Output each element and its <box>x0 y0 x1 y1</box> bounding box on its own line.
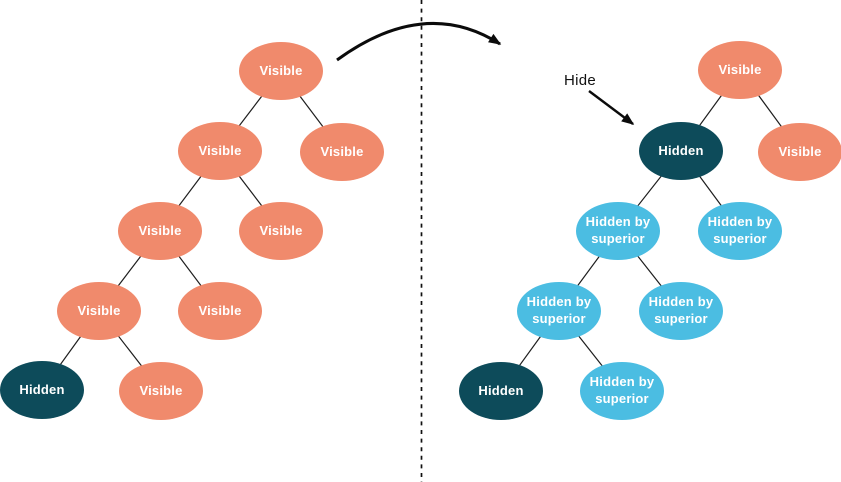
before-tree-node-visible-n5: Visible <box>239 202 323 260</box>
before-tree-node-visible-n7: Visible <box>178 282 262 340</box>
after-tree-node-hidden_by_superior-m9: Hidden by superior <box>580 362 664 420</box>
before-tree-node-visible-n3: Visible <box>300 123 384 181</box>
hide-annotation-label: Hide <box>564 72 597 89</box>
before-tree-node-visible-n4: Visible <box>118 202 202 260</box>
before-tree-node-visible-n2: Visible <box>178 122 262 180</box>
after-tree-node-hidden-m8: Hidden <box>459 362 543 420</box>
after-tree-node-hidden-m2: Hidden <box>639 122 723 180</box>
after-tree-node-hidden_by_superior-m4: Hidden by superior <box>576 202 660 260</box>
hide-annotation-arrow <box>588 90 635 125</box>
before-tree-node-visible-n1: Visible <box>239 42 323 100</box>
after-tree-node-hidden_by_superior-m5: Hidden by superior <box>698 202 782 260</box>
before-tree-node-hidden-n8: Hidden <box>0 361 84 419</box>
transform-arrow <box>336 21 502 62</box>
after-tree-node-hidden_by_superior-m7: Hidden by superior <box>639 282 723 340</box>
after-tree-node-visible-m3: Visible <box>758 123 841 181</box>
after-tree-node-visible-m1: Visible <box>698 41 782 99</box>
before-tree-node-visible-n9: Visible <box>119 362 203 420</box>
after-tree-node-hidden_by_superior-m6: Hidden by superior <box>517 282 601 340</box>
before-tree-node-visible-n6: Visible <box>57 282 141 340</box>
